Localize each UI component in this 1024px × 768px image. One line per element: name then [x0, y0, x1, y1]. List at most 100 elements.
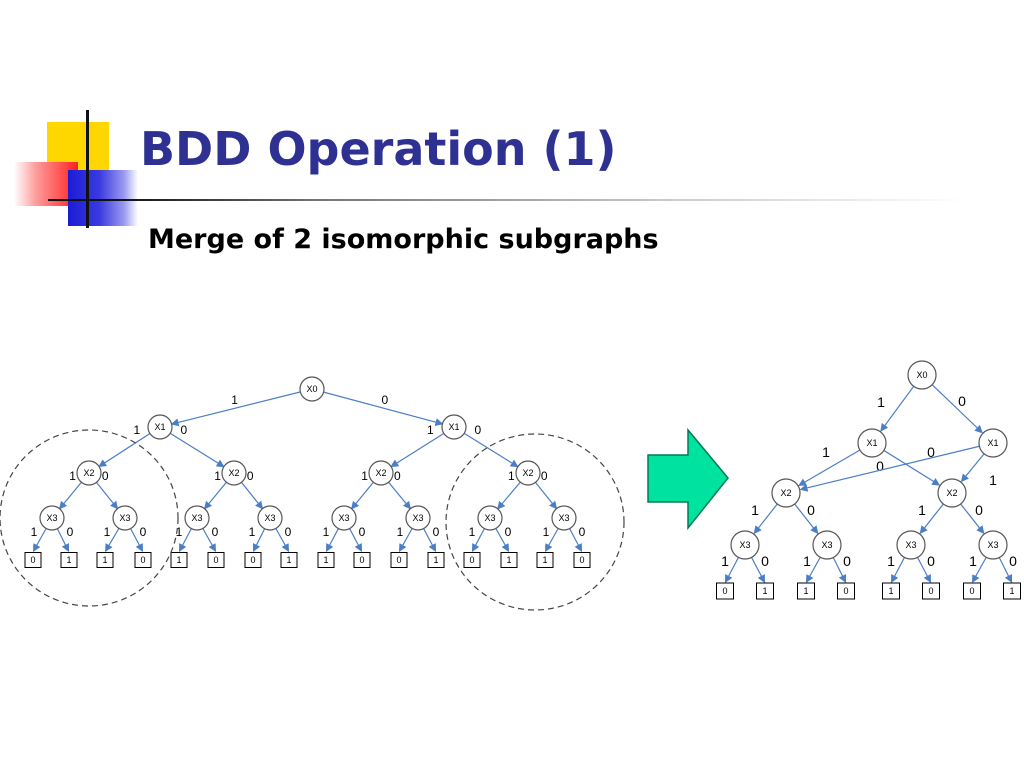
svg-text:X3: X3 [412, 513, 423, 523]
left-leaf-edge-label-1: 0 [67, 525, 74, 539]
right-leaf-5: 0 [922, 582, 940, 600]
svg-text:1: 1 [433, 555, 438, 565]
left-leaf-1: 1 [60, 552, 78, 568]
right-node-r7: X3 [896, 530, 926, 560]
left-leaf-edge-label-5: 0 [212, 525, 219, 539]
left-edge-label-n6-n13: 1 [508, 469, 515, 483]
svg-text:1: 1 [286, 555, 291, 565]
svg-text:0: 0 [579, 555, 584, 565]
right-leaf-edge-label-7: 0 [1009, 553, 1017, 569]
svg-text:X3: X3 [558, 513, 569, 523]
svg-text:X3: X3 [905, 540, 916, 550]
right-node-r3: X2 [771, 478, 801, 508]
decor-blue-gradient-square [68, 170, 138, 226]
svg-text:X0: X0 [306, 384, 317, 394]
left-edge-label-n0-n1: 1 [231, 393, 238, 407]
left-leaf-11: 1 [427, 552, 445, 568]
left-edge-label-n3-n7: 1 [69, 469, 76, 483]
decor-vertical-line [86, 110, 89, 228]
svg-text:X2: X2 [228, 468, 239, 478]
svg-text:1: 1 [176, 555, 181, 565]
right-leaf-4: 1 [882, 582, 900, 600]
left-edge-label-n1-n4: 0 [180, 423, 187, 437]
svg-text:X3: X3 [264, 513, 275, 523]
right-node-r1: X1 [857, 428, 887, 458]
left-node-n5: X2 [368, 460, 394, 486]
svg-text:0: 0 [140, 555, 145, 565]
left-node-n10: X3 [257, 505, 283, 531]
left-node-n6: X2 [515, 460, 541, 486]
left-leaf-5: 0 [207, 552, 225, 568]
left-leaf-9: 0 [353, 552, 371, 568]
svg-text:X1: X1 [154, 422, 165, 432]
svg-text:1: 1 [323, 555, 328, 565]
left-leaf-edge-label-7: 0 [285, 525, 292, 539]
left-edge-label-n1-n3: 1 [133, 423, 140, 437]
right-leaf-6: 0 [963, 582, 981, 600]
left-leaf-13: 1 [500, 552, 518, 568]
right-node-r0: X0 [907, 360, 937, 390]
isomorphic-subgraph-highlight-2 [445, 433, 625, 611]
right-leaf-edge-label-6: 1 [969, 553, 977, 569]
right-edge-label-r1-r3: 1 [822, 444, 830, 460]
svg-text:1: 1 [762, 586, 767, 596]
left-leaf-edge-label-6: 1 [249, 525, 256, 539]
svg-text:1: 1 [888, 586, 893, 596]
slide-title: BDD Operation (1) [140, 122, 617, 176]
svg-text:1: 1 [66, 555, 71, 565]
right-edge-label-r2-r4: 1 [989, 472, 997, 488]
left-leaf-7: 1 [280, 552, 298, 568]
svg-text:X3: X3 [46, 513, 57, 523]
right-leaf-edge-label-1: 0 [761, 553, 769, 569]
svg-text:0: 0 [469, 555, 474, 565]
svg-text:0: 0 [722, 586, 727, 596]
title-underline [48, 199, 968, 201]
left-node-n1: X1 [147, 414, 173, 440]
right-edge-label-r4-r7: 1 [918, 502, 926, 518]
right-edge-label-r1-r4: 0 [876, 458, 884, 474]
left-leaf-edge-label-15: 0 [579, 525, 586, 539]
left-leaf-edge-label-0: 1 [31, 525, 38, 539]
left-leaf-edge-label-10: 1 [397, 525, 404, 539]
svg-text:0: 0 [30, 555, 35, 565]
left-leaf-edge-label-12: 1 [469, 525, 476, 539]
right-leaf-edge-label-3: 0 [843, 553, 851, 569]
right-node-r5: X3 [730, 530, 760, 560]
left-node-n9: X3 [184, 505, 210, 531]
left-edge-label-n0-n2: 0 [382, 393, 389, 407]
svg-text:0: 0 [843, 586, 848, 596]
left-leaf-3: 0 [134, 552, 152, 568]
right-node-r8: X3 [978, 530, 1008, 560]
transform-arrow [647, 427, 729, 531]
left-node-n4: X2 [221, 460, 247, 486]
decor-red-gradient-square [14, 162, 78, 206]
right-edge-label-r2-r3: 0 [927, 444, 935, 460]
left-leaf-edge-label-4: 1 [176, 525, 183, 539]
left-node-n14: X3 [551, 505, 577, 531]
right-leaf-2: 1 [797, 582, 815, 600]
left-node-n11: X3 [331, 505, 357, 531]
svg-text:1: 1 [542, 555, 547, 565]
left-leaf-edge-label-9: 0 [359, 525, 366, 539]
left-edge-label-n3-n8: 0 [102, 469, 109, 483]
right-node-r4: X2 [937, 478, 967, 508]
left-node-n3: X2 [76, 460, 102, 486]
svg-text:X3: X3 [739, 540, 750, 550]
left-leaf-4: 1 [170, 552, 188, 568]
right-leaf-0: 0 [716, 582, 734, 600]
right-leaf-edge-label-4: 1 [887, 553, 895, 569]
left-leaf-14: 1 [536, 552, 554, 568]
left-edge-label-n4-n9: 1 [214, 469, 221, 483]
left-node-n13: X3 [477, 505, 503, 531]
svg-text:0: 0 [250, 555, 255, 565]
svg-text:1: 1 [506, 555, 511, 565]
left-leaf-12: 0 [463, 552, 481, 568]
svg-text:X2: X2 [780, 488, 791, 498]
svg-text:X2: X2 [522, 468, 533, 478]
right-edge-label-r3-r6: 0 [807, 502, 815, 518]
left-edge-n0-n2 [311, 388, 444, 426]
right-leaf-3: 0 [837, 582, 855, 600]
svg-text:0: 0 [359, 555, 364, 565]
left-edge-label-n5-n11: 1 [361, 469, 368, 483]
